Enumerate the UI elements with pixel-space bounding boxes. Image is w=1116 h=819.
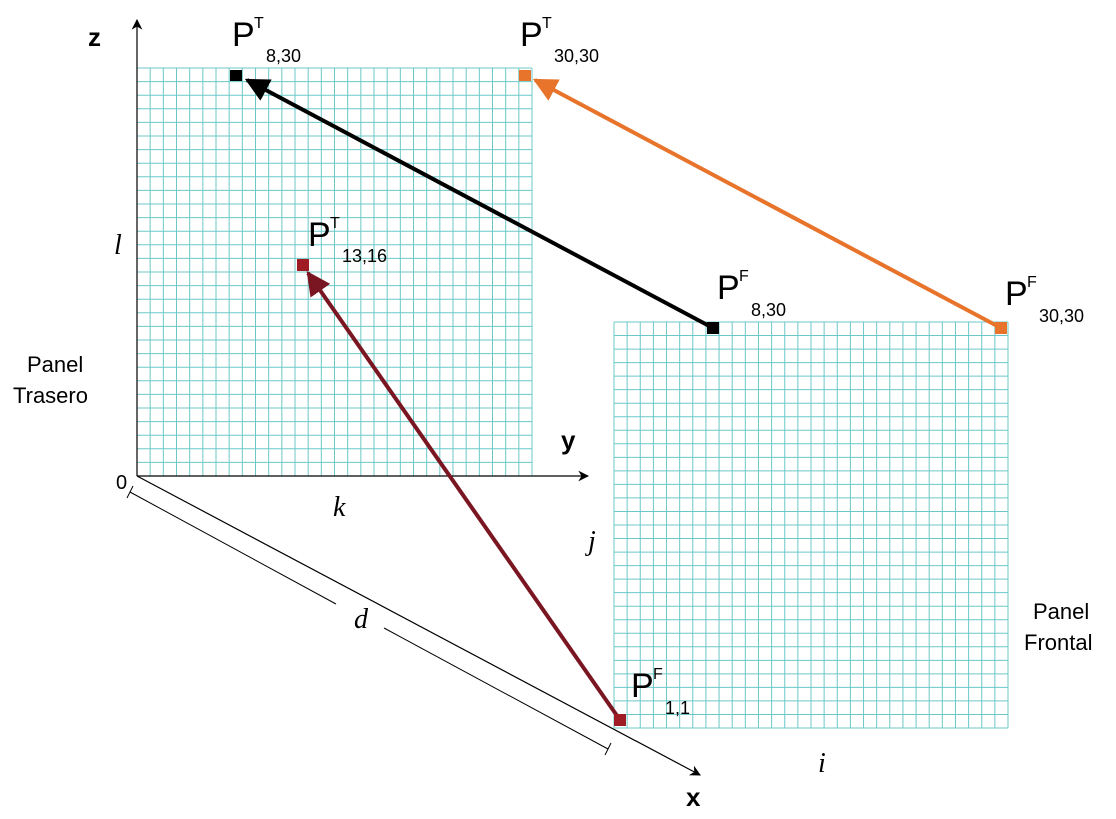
- svg-text:F: F: [1027, 274, 1037, 291]
- darkred-arrow: [306, 271, 622, 722]
- svg-text:T: T: [330, 215, 340, 232]
- marker-pf-30-30: [995, 322, 1007, 334]
- back-panel-label-line1: Panel: [27, 352, 83, 377]
- dimension-line-d: [126, 485, 612, 756]
- svg-text:P: P: [520, 16, 543, 54]
- marker-pt-30-30: [519, 70, 531, 81]
- label-pt-8-30: P T 8,30: [232, 15, 301, 66]
- svg-text:P: P: [308, 216, 331, 254]
- svg-text:8,30: 8,30: [751, 300, 786, 320]
- orange-arrow: [532, 78, 1002, 330]
- dim-label-l: l: [114, 230, 122, 261]
- x-axis-label: x: [686, 782, 701, 812]
- marker-pf-1-1: [614, 714, 626, 726]
- front-panel-label-line2: Frontal: [1024, 630, 1092, 655]
- label-pt-13-16: P T 13,16: [308, 215, 387, 266]
- svg-text:P: P: [1005, 275, 1028, 313]
- svg-text:P: P: [717, 269, 740, 307]
- dim-label-k: k: [333, 492, 346, 523]
- dim-label-d: d: [354, 604, 369, 635]
- z-axis-label: z: [88, 22, 101, 52]
- y-axis-label: y: [561, 425, 576, 455]
- svg-text:13,16: 13,16: [342, 246, 387, 266]
- back-panel-grid: [136, 67, 533, 477]
- svg-text:F: F: [653, 666, 663, 683]
- svg-text:F: F: [739, 268, 749, 285]
- dim-label-i: i: [818, 748, 826, 779]
- label-pf-1-1: P F 1,1: [631, 666, 690, 718]
- front-panel-label-line1: Panel: [1033, 599, 1089, 624]
- x-axis: [136, 475, 701, 776]
- front-panel-grid: [613, 321, 1009, 729]
- marker-pf-8-30: [707, 322, 719, 334]
- black-arrow: [244, 78, 714, 330]
- svg-text:P: P: [232, 16, 255, 54]
- svg-text:T: T: [542, 15, 552, 32]
- svg-text:8,30: 8,30: [266, 46, 301, 66]
- svg-text:30,30: 30,30: [1039, 306, 1084, 326]
- back-panel-label-line2: Trasero: [13, 383, 88, 408]
- label-pf-8-30: P F 8,30: [717, 268, 786, 320]
- origin-label: 0: [116, 472, 127, 494]
- marker-pt-13-16: [297, 259, 309, 271]
- svg-text:1,1: 1,1: [665, 698, 690, 718]
- svg-text:P: P: [631, 667, 654, 705]
- svg-text:T: T: [254, 15, 264, 32]
- dim-label-j: j: [585, 526, 596, 557]
- label-pt-30-30: P T 30,30: [520, 15, 599, 66]
- label-pf-30-30: P F 30,30: [1005, 274, 1084, 326]
- marker-pt-8-30: [230, 70, 242, 81]
- svg-text:30,30: 30,30: [554, 46, 599, 66]
